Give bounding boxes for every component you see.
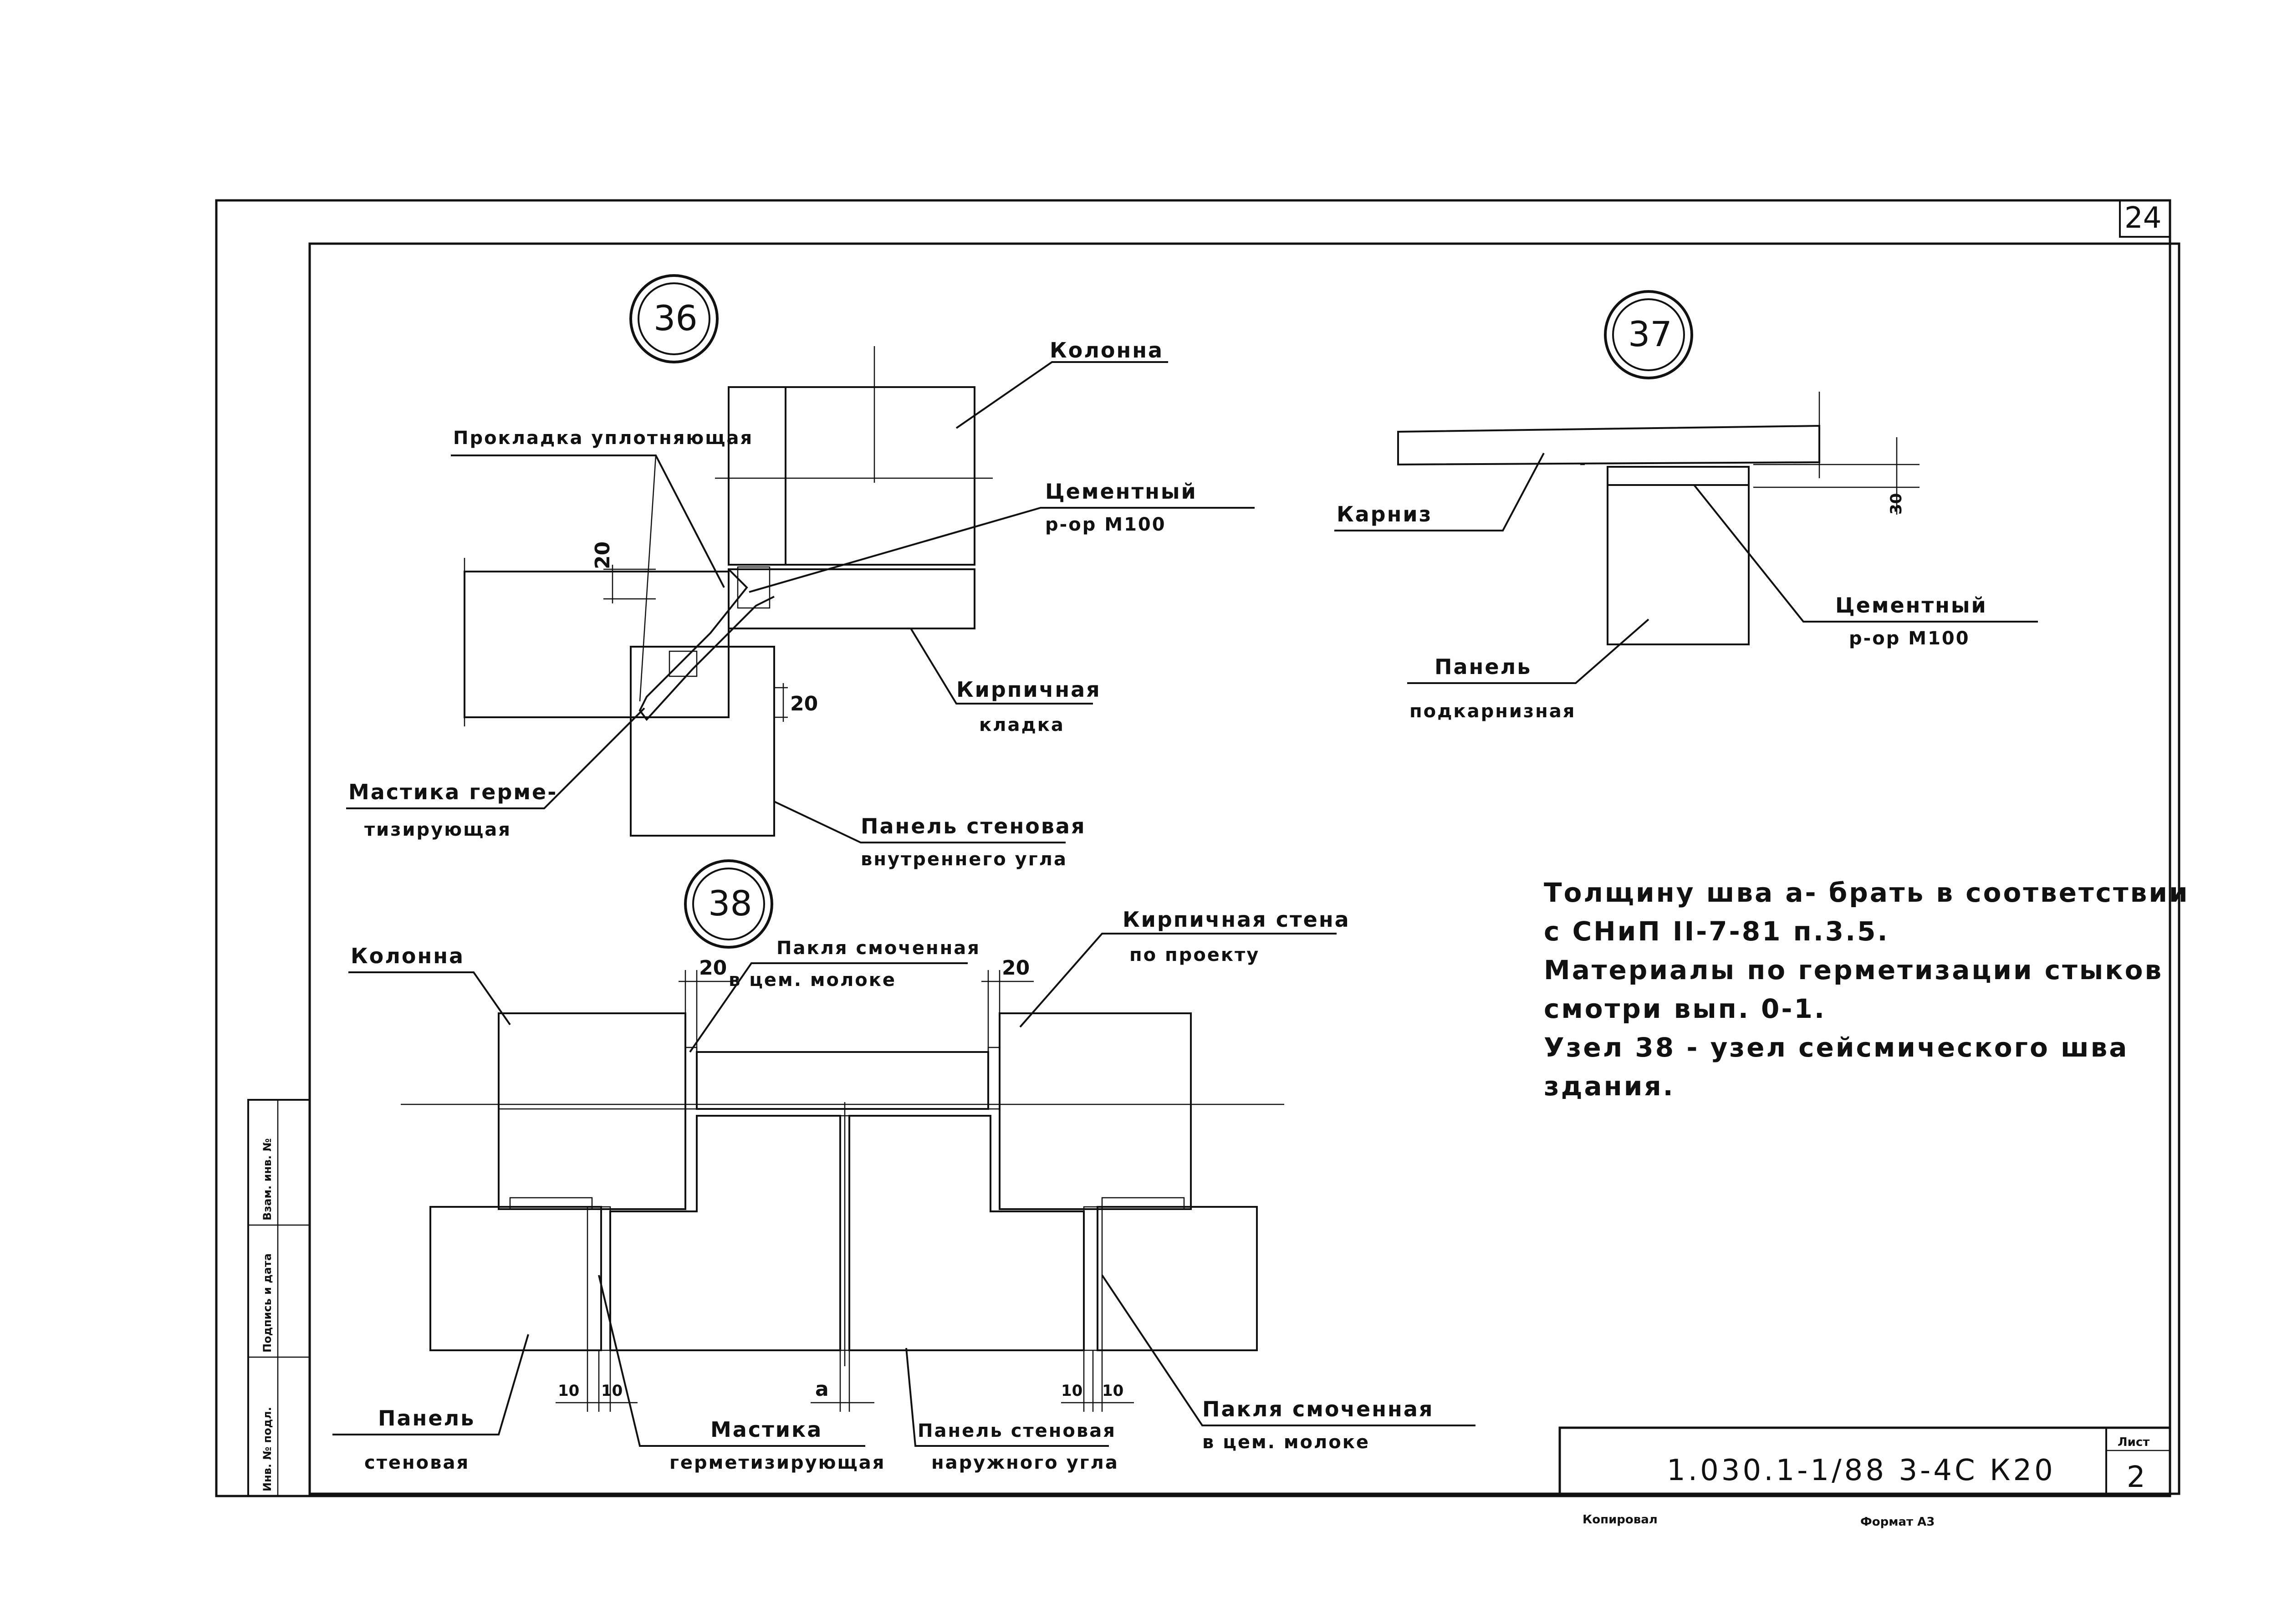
note-line-1: Толщину шва а- брать в соответствии bbox=[1544, 877, 2190, 908]
node-36-label-brick-1: Кирпичная bbox=[956, 677, 1101, 702]
node-36-label-cement-1: Цементный bbox=[1045, 479, 1197, 504]
stamp-sign-date: Подпись и дата bbox=[261, 1253, 274, 1353]
node-36-number: 36 bbox=[653, 298, 698, 338]
node-38-number: 38 bbox=[708, 883, 752, 924]
node-38-label-tow-right-2: в цем. молоке bbox=[1202, 1432, 1370, 1453]
node-38-label-tow-left-1: Пакля смоченная bbox=[776, 938, 980, 959]
title-sheet-label: Лист bbox=[2118, 1435, 2149, 1449]
node-38-panel-right bbox=[1097, 1206, 1258, 1351]
node-36: 36 20 20 Колонна Прокладка уплотняющая bbox=[346, 274, 1255, 870]
node-38-column-right bbox=[999, 1012, 1192, 1210]
node-36-dim-20-right: 20 bbox=[790, 692, 818, 715]
node-37-cornice bbox=[1397, 424, 1820, 466]
node-36-label-mastic-2: тизирующая bbox=[364, 819, 511, 840]
node-36-label-mastic-1: Мастика герме- bbox=[348, 780, 557, 804]
node-37-mortar bbox=[1607, 466, 1750, 486]
node-38-dim-10-d: 10 bbox=[1102, 1382, 1123, 1400]
node-36-label-panel-1: Панель стеновая bbox=[861, 814, 1086, 838]
node-38-dim-10-c: 10 bbox=[1061, 1382, 1082, 1400]
node-38-dim-10-a: 10 bbox=[558, 1382, 579, 1400]
outer-frame: 24 bbox=[215, 199, 2180, 1497]
footer-format: Формат А3 bbox=[1860, 1515, 1935, 1529]
node-38-label-outer-panel-1: Панель стеновая bbox=[918, 1420, 1116, 1441]
node-37-label-panel-1: Панель bbox=[1435, 654, 1532, 679]
stamp-replace-inv: Взам. инв. № bbox=[261, 1139, 274, 1221]
side-stamp: Инв. № подл. Подпись и дата Взам. инв. № bbox=[247, 1099, 311, 1497]
node-37-label-cement-1: Цементный bbox=[1835, 593, 1987, 618]
notes: Толщину шва а- брать в соответствии с СН… bbox=[1544, 877, 2190, 1102]
footer-copied: Копировал bbox=[1583, 1513, 1658, 1527]
node-38-label-mastic-1: Мастика bbox=[710, 1417, 822, 1442]
node-36-panel-vertical bbox=[630, 646, 775, 837]
node-38-label-brickwall-2: по проекту bbox=[1129, 945, 1260, 965]
node-38-panel-inner-left bbox=[609, 1115, 841, 1351]
node-38-label-tow-left-2: в цем. молоке bbox=[729, 970, 896, 991]
node-38-label-panel-2: стеновая bbox=[364, 1452, 470, 1473]
node-38-dim-10-b: 10 bbox=[601, 1382, 623, 1400]
node-36-panel-horizontal bbox=[464, 571, 730, 718]
note-line-2: с СНиП II-7-81 п.3.5. bbox=[1544, 916, 1889, 947]
sheet-number: 24 bbox=[2124, 201, 2161, 235]
node-37-label-cornice: Карниз bbox=[1337, 502, 1432, 526]
node-37-label-cement-2: р-ор М100 bbox=[1849, 628, 1970, 649]
node-36-label-cement-2: р-ор М100 bbox=[1045, 514, 1166, 535]
node-38-label-column: Колонна bbox=[351, 944, 465, 968]
node-38-dim-20-right: 20 bbox=[1002, 956, 1030, 980]
title-sheet-value: 2 bbox=[2127, 1461, 2145, 1494]
node-38-column-left bbox=[498, 1012, 686, 1210]
title-block: 1.030.1-1/88 3-4С К20 Лист 2 bbox=[1558, 1426, 2171, 1497]
node-36-brick bbox=[728, 568, 975, 629]
node-38-marker bbox=[684, 859, 773, 949]
node-36-joint bbox=[638, 568, 775, 721]
node-38-label-mastic-2: герметизирующая bbox=[669, 1452, 885, 1473]
node-36-label-panel-2: внутреннего угла bbox=[861, 849, 1067, 870]
node-36-label-gasket: Прокладка уплотняющая bbox=[453, 428, 753, 449]
node-36-marker bbox=[629, 274, 719, 363]
node-37-number: 37 bbox=[1628, 314, 1672, 354]
node-37-label-panel-2: подкарнизная bbox=[1409, 701, 1576, 722]
node-38-dim-a: a bbox=[815, 1378, 829, 1401]
note-line-6: здания. bbox=[1544, 1071, 1675, 1102]
node-37: 37 30 Карниз Цементный р-ор М100 Панель … bbox=[1334, 290, 2038, 722]
node-38: 38 20 20 bbox=[332, 859, 1475, 1473]
node-38-label-tow-right-1: Пакля смоченная bbox=[1202, 1397, 1434, 1421]
title-code: 1.030.1-1/88 3-4С К20 bbox=[1667, 1454, 2056, 1487]
note-line-3: Материалы по герметизации стыков bbox=[1544, 955, 2163, 986]
node-38-panel-inner-right bbox=[848, 1115, 1085, 1351]
node-37-marker bbox=[1604, 290, 1693, 379]
node-38-brick-beam bbox=[696, 1051, 989, 1110]
node-36-dim-20-top: 20 bbox=[591, 541, 614, 569]
node-38-label-panel-1: Панель bbox=[378, 1406, 475, 1430]
node-37-panel bbox=[1607, 484, 1750, 645]
node-38-label-brickwall-1: Кирпичная стена bbox=[1123, 907, 1350, 932]
node-38-joint-right bbox=[1083, 1206, 1103, 1351]
stamp-inv-no: Инв. № подл. bbox=[261, 1407, 274, 1491]
node-38-dim-20-left: 20 bbox=[699, 956, 727, 980]
node-36-label-brick-2: кладка bbox=[979, 715, 1065, 735]
node-37-dim-30: 30 bbox=[1887, 493, 1905, 515]
note-line-5: Узел 38 - узел сейсмического шва bbox=[1544, 1032, 2129, 1063]
note-line-4: смотри вып. 0-1. bbox=[1544, 993, 1826, 1024]
node-38-panel-left bbox=[429, 1206, 602, 1351]
node-38-label-outer-panel-2: наружного угла bbox=[931, 1452, 1119, 1473]
node-36-label-column: Колонна bbox=[1050, 338, 1164, 363]
